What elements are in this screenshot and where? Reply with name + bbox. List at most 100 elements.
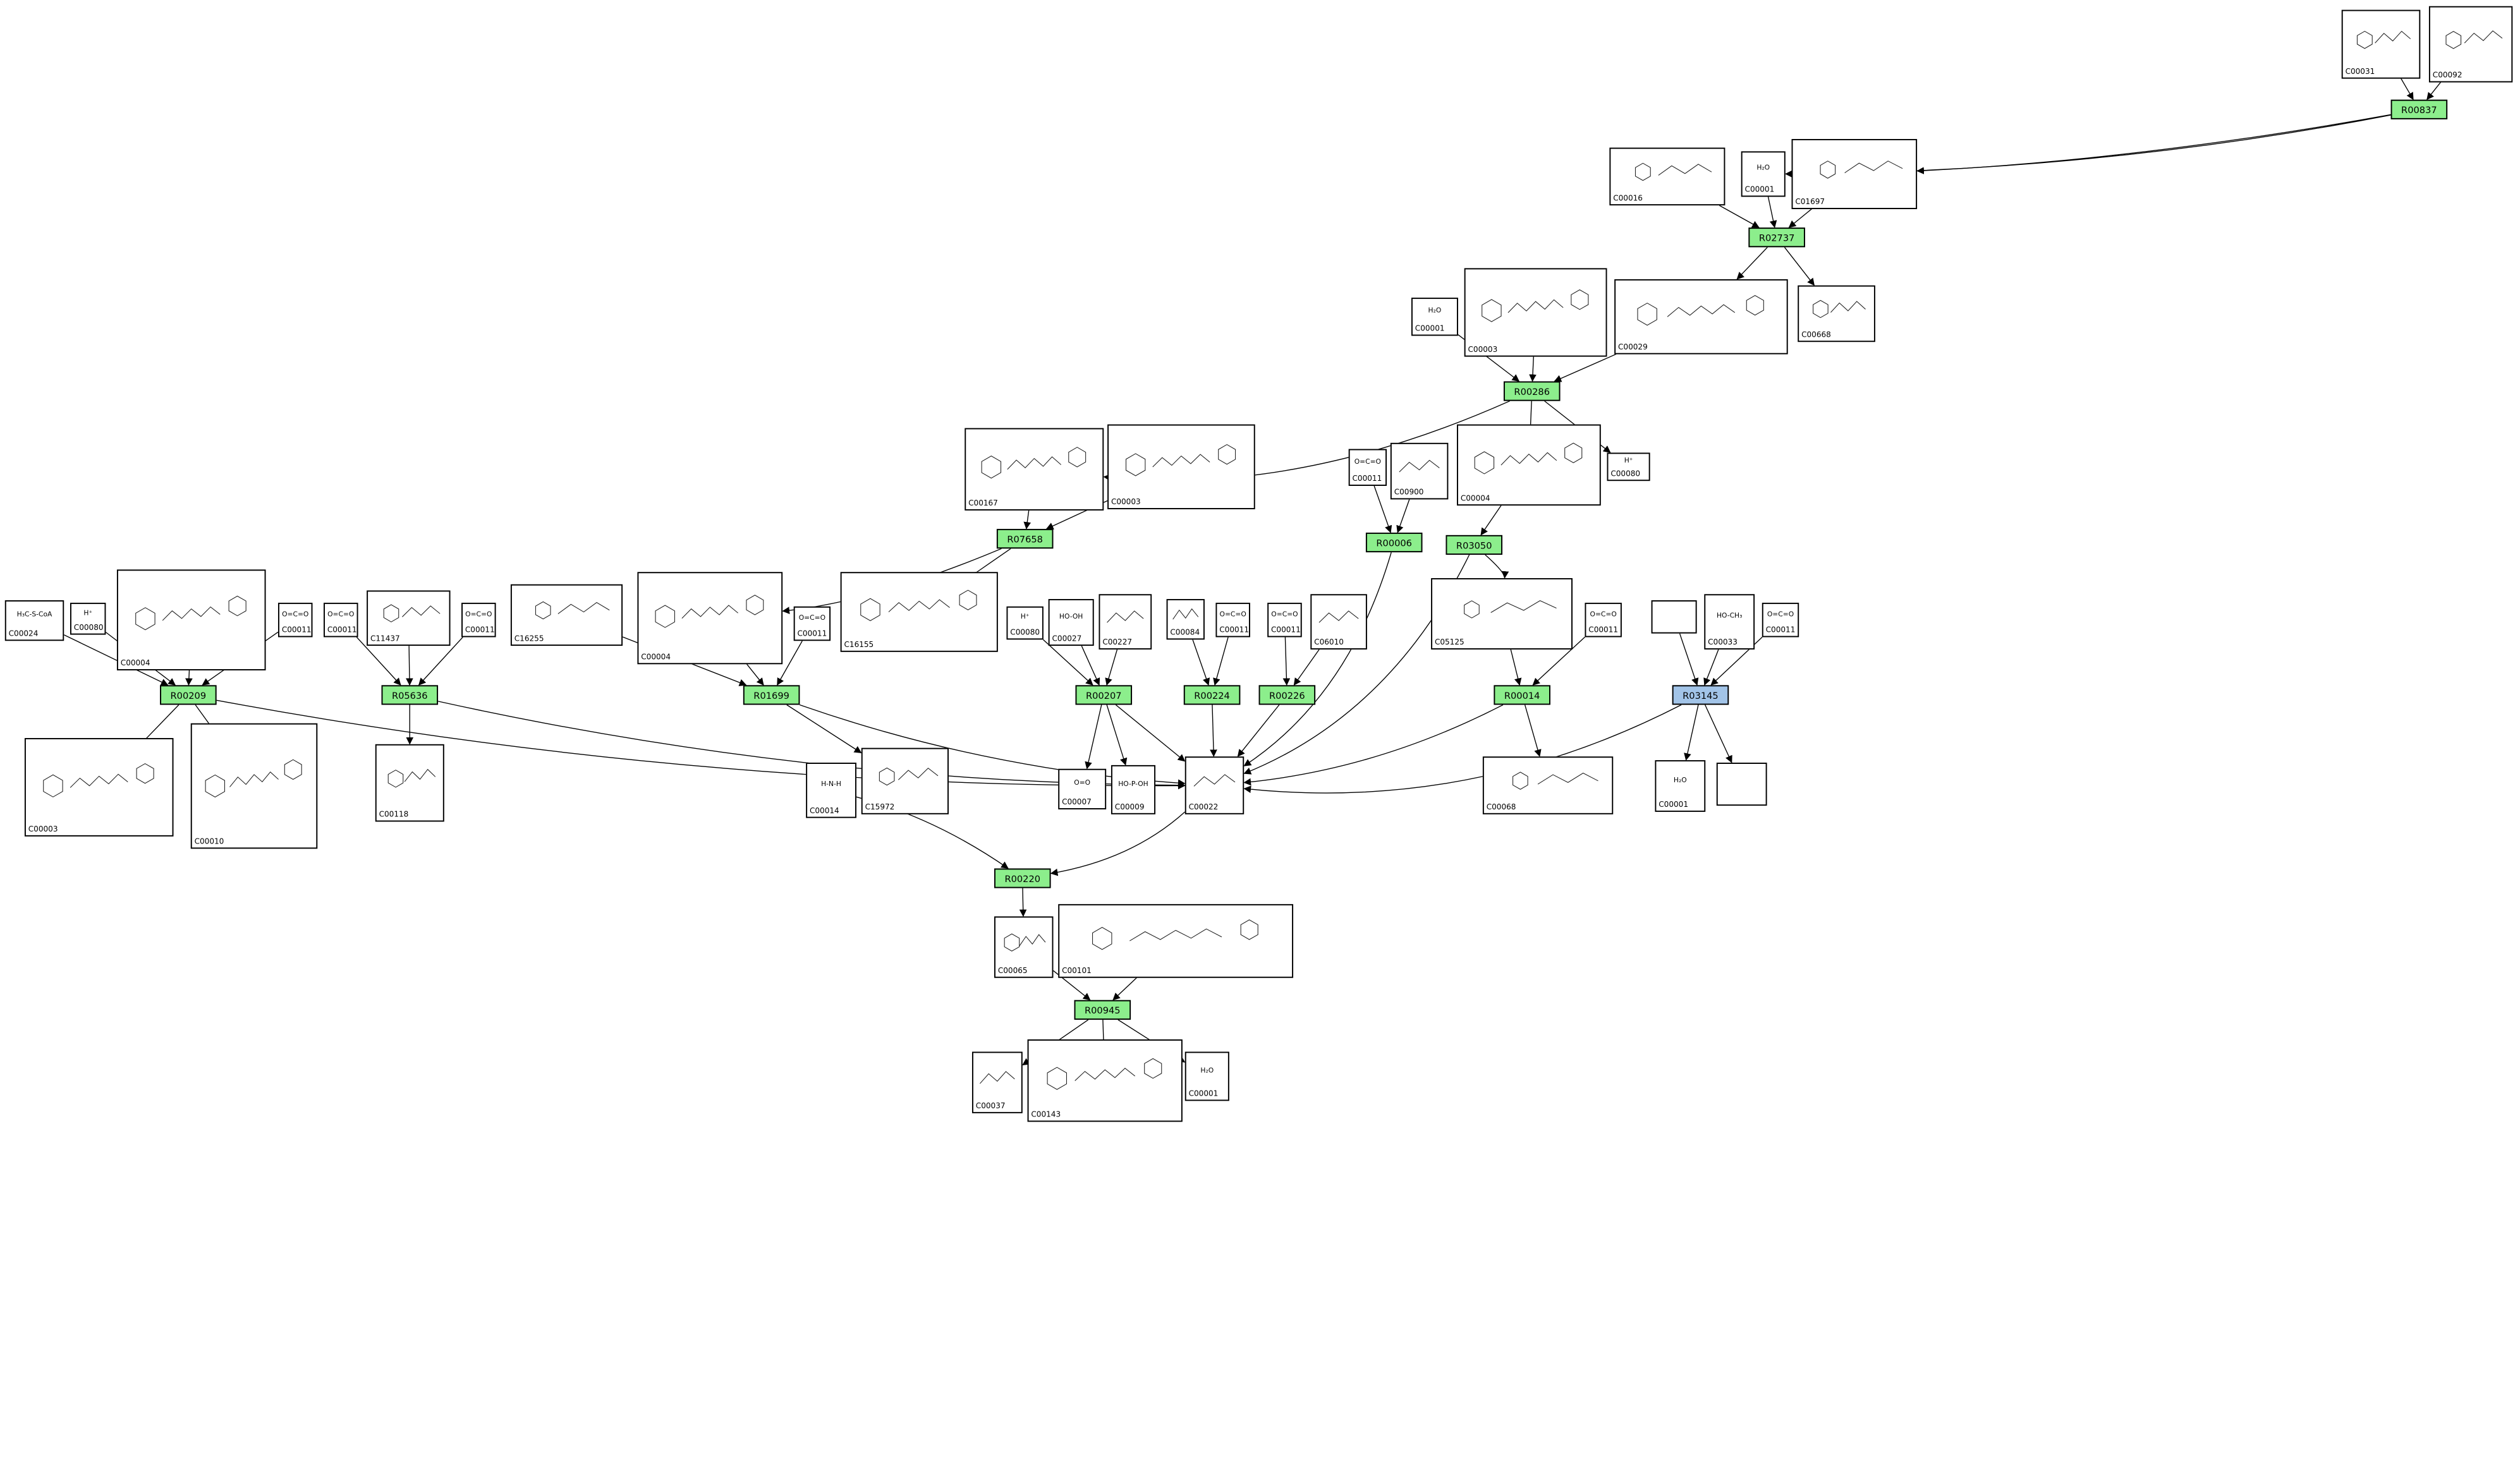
compound-C00010[interactable]: C00010 — [190, 723, 318, 849]
molecule-drawing — [1188, 759, 1242, 802]
compound-formula: H⁺ — [83, 609, 93, 617]
compound-C00003[interactable]: C00003 — [1464, 268, 1607, 357]
compound-C00668[interactable]: C00668 — [1798, 285, 1875, 342]
edge-R00207-c00009 — [1106, 705, 1128, 766]
compound-C16255[interactable]: C16255 — [510, 584, 623, 646]
molecule-drawing — [1459, 427, 1598, 493]
molecule-drawing — [2432, 9, 2511, 70]
reaction-R00006[interactable]: R00006 — [1365, 532, 1423, 553]
compound-C00004[interactable]: C00004 — [637, 572, 783, 665]
compound-C00900[interactable]: C00900 — [1390, 442, 1449, 500]
reaction-R00014[interactable]: R00014 — [1494, 685, 1550, 705]
compound-C00080[interactable]: H⁺C00080 — [1607, 452, 1650, 481]
compound-id-label: C00065 — [997, 966, 1028, 976]
molecule-drawing — [193, 726, 315, 837]
edge-R00286-c00004a — [1526, 401, 1535, 432]
compound-C00065[interactable]: C00065 — [994, 916, 1054, 978]
compound-C00092[interactable]: C00092 — [2428, 6, 2513, 83]
reaction-R00837[interactable]: R00837 — [2390, 99, 2448, 119]
compound-id-label: C00011 — [1219, 626, 1250, 635]
compound-C06010[interactable]: C06010 — [1310, 594, 1367, 650]
compound-C00227[interactable]: C00227 — [1099, 594, 1152, 650]
edge-c00004c-R01699 — [745, 662, 764, 686]
reaction-R05636[interactable]: R05636 — [381, 685, 439, 705]
compound-formula: O=C=O — [1219, 610, 1246, 619]
compound-box-empty[interactable] — [1651, 600, 1697, 634]
compound-C00016[interactable]: C00016 — [1609, 147, 1726, 206]
edge-c00011c-R05636 — [356, 636, 401, 686]
reaction-R00207[interactable]: R00207 — [1075, 685, 1133, 705]
molecule-drawing — [119, 572, 264, 658]
compound-C00080[interactable]: H⁺C00080 — [70, 602, 106, 635]
reaction-R02737[interactable]: R02737 — [1748, 227, 1805, 248]
compound-C00068[interactable]: C00068 — [1482, 756, 1614, 814]
compound-C00080[interactable]: H⁺C00080 — [1006, 606, 1044, 640]
compound-formula: H₂O — [1200, 1067, 1214, 1075]
compound-C11437[interactable]: C11437 — [367, 590, 451, 646]
reaction-R00224[interactable]: R00224 — [1183, 685, 1241, 705]
reaction-R03145[interactable]: R03145 — [1672, 685, 1729, 705]
compound-C00011[interactable]: O=C=O C00011 — [1215, 602, 1250, 638]
compound-C00004[interactable]: C00004 — [116, 569, 266, 670]
compound-C00029[interactable]: C00029 — [1614, 279, 1788, 354]
molecule-structure — [1399, 459, 1440, 473]
reaction-R01699[interactable]: R01699 — [743, 685, 800, 705]
compound-box-empty[interactable] — [1716, 763, 1767, 806]
edge-R01699-c15972 — [786, 704, 862, 754]
compound-C00003[interactable]: C00003 — [24, 738, 174, 837]
reaction-R00226[interactable]: R00226 — [1258, 685, 1316, 705]
compound-C05125[interactable]: C05125 — [1431, 578, 1573, 650]
edge-c00065-R00945 — [1053, 970, 1091, 1001]
edge-c00092-R00837 — [2426, 81, 2442, 100]
compound-id-label: C00011 — [465, 626, 495, 635]
reaction-R00945[interactable]: R00945 — [1074, 1000, 1131, 1020]
reaction-R03050[interactable]: R03050 — [1446, 535, 1503, 555]
compound-C01697[interactable]: C01697 — [1791, 138, 1918, 209]
compound-C00101[interactable]: C00101 — [1058, 904, 1294, 978]
edge-c00011h-R00014 — [1532, 636, 1585, 686]
reaction-R07658[interactable]: R07658 — [996, 529, 1054, 549]
reaction-R00220[interactable]: R00220 — [994, 868, 1051, 888]
compound-C00118[interactable]: C00118 — [375, 744, 444, 822]
edge-c11437-R05636 — [406, 646, 413, 686]
edge-R03145-c00001c — [1684, 705, 1699, 761]
reaction-R00209[interactable]: R00209 — [160, 685, 217, 705]
compound-C15972[interactable]: C15972 — [861, 747, 949, 814]
compound-C00167[interactable]: C00167 — [965, 428, 1104, 511]
reaction-R00286[interactable]: R00286 — [1503, 381, 1561, 401]
compound-C00143[interactable]: C00143 — [1027, 1039, 1183, 1122]
molecule-drawing — [1800, 288, 1873, 330]
compound-formula: HO-CH₃ — [1716, 612, 1743, 620]
compound-C00084[interactable]: C00084 — [1166, 599, 1205, 640]
compound-C16155[interactable]: C16155 — [840, 572, 998, 652]
compound-C00004[interactable]: C00004 — [1456, 424, 1601, 506]
molecule-drawing — [1794, 142, 1914, 197]
molecule-drawing — [1617, 282, 1786, 342]
compound-C00022[interactable]: C00022 — [1184, 756, 1245, 814]
compound-id-label: C00001 — [1659, 800, 1689, 809]
compound-id-label: C00029 — [1618, 342, 1648, 352]
compound-id-label: C00068 — [1486, 802, 1516, 812]
compound-C00003[interactable]: C00003 — [1107, 424, 1255, 509]
compound-C00037[interactable]: C00037 — [971, 1051, 1023, 1113]
compound-id-label: C00009 — [1114, 802, 1145, 812]
compound-C00031[interactable]: C00031 — [2341, 9, 2421, 79]
